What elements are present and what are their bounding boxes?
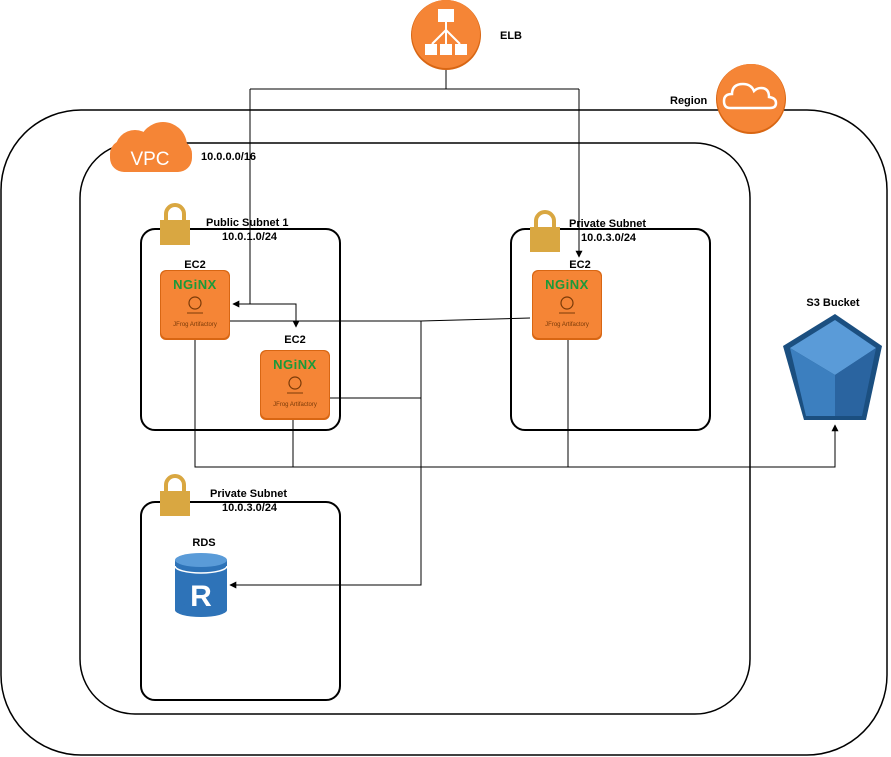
vpc-container bbox=[79, 142, 751, 715]
lock-icon bbox=[160, 203, 190, 245]
vpc-icon-text: VPC bbox=[130, 149, 169, 170]
region-label: Region bbox=[670, 95, 708, 107]
nginx-brand: NGiNX bbox=[545, 277, 589, 292]
ec2-label: EC2 bbox=[184, 259, 205, 271]
private-subnet-db-name: Private Subnet bbox=[210, 488, 287, 500]
artifactory-product: JFrog Artifactory bbox=[173, 322, 217, 328]
nginx-brand: NGiNX bbox=[173, 277, 217, 292]
cloud-icon bbox=[716, 64, 786, 134]
rds-label: RDS bbox=[192, 537, 215, 549]
public-subnet-name: Public Subnet 1 bbox=[206, 217, 289, 229]
region-container bbox=[0, 109, 888, 756]
private-subnet-app-name: Private Subnet bbox=[569, 218, 646, 230]
elb-label: ELB bbox=[500, 30, 522, 42]
s3-label: S3 Bucket bbox=[806, 297, 860, 309]
wire-ec2c-to-bus bbox=[420, 317, 531, 322]
wire-bus-to-rds bbox=[229, 321, 422, 589]
public-subnet-cidr: 10.0.1.0/24 bbox=[222, 231, 278, 243]
private-subnet-app-cidr: 10.0.3.0/24 bbox=[581, 232, 637, 244]
nginx-artifactory-icon: NGiNX JFrog Artifactory bbox=[260, 350, 330, 420]
wire-elb-to-ec2-a bbox=[232, 89, 251, 308]
nginx-artifactory-icon: NGiNX JFrog Artifactory bbox=[532, 270, 602, 340]
vpc-cidr: 10.0.0.0/16 bbox=[201, 151, 256, 163]
vpc-icon: VPC bbox=[110, 122, 192, 172]
wire-elb-to-ec2-b bbox=[250, 303, 300, 328]
rds-icon-letter: R bbox=[190, 580, 212, 613]
elb-icon bbox=[411, 0, 481, 70]
lock-icon bbox=[160, 474, 190, 516]
ec2-label: EC2 bbox=[284, 334, 305, 346]
ec2-label: EC2 bbox=[569, 259, 590, 271]
private-subnet-app-box bbox=[510, 228, 711, 431]
rds-icon: R bbox=[174, 553, 228, 617]
connections bbox=[194, 66, 839, 589]
private-subnet-db-box bbox=[140, 501, 341, 701]
nginx-brand: NGiNX bbox=[273, 357, 317, 372]
nginx-artifactory-icon: NGiNX JFrog Artifactory bbox=[160, 270, 230, 340]
private-subnet-db-cidr: 10.0.3.0/24 bbox=[222, 502, 278, 514]
s3-bucket-icon bbox=[783, 314, 882, 420]
artifactory-product: JFrog Artifactory bbox=[545, 322, 589, 328]
public-subnet-box bbox=[140, 228, 341, 431]
wire-s3-bus bbox=[194, 340, 839, 468]
lock-icon bbox=[530, 210, 560, 252]
artifactory-product: JFrog Artifactory bbox=[273, 402, 317, 408]
